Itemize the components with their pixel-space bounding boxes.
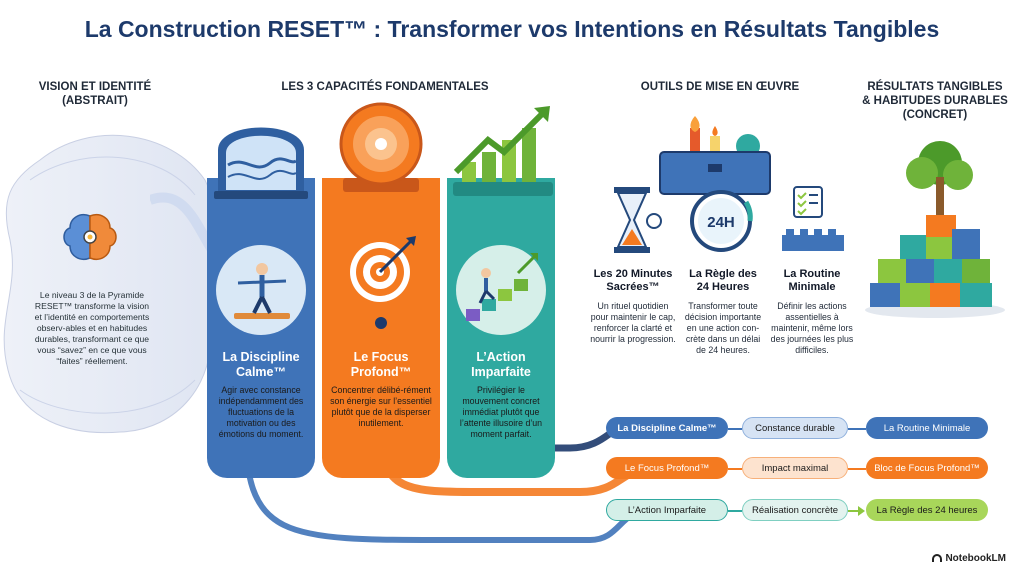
flow-tool-focus: Bloc de Focus Profond™ <box>866 457 988 479</box>
growth-chart-icon <box>453 106 553 196</box>
balance-arch-icon <box>214 127 308 199</box>
flow-capacity-focus: Le Focus Profond™ <box>606 457 728 479</box>
section-tools-title: OUTILS DE MISE EN ŒUVRE <box>640 81 800 93</box>
tool-24-hours-desc: Transformer toute décision importante en… <box>684 301 762 355</box>
pillar-action-desc: Privilégier le mouvement concret immédia… <box>459 385 543 439</box>
flow-tool-discipline: La Routine Minimale <box>866 417 988 439</box>
page-title: La Construction RESET™ : Transformer vos… <box>84 16 940 42</box>
flow-connector <box>848 510 862 512</box>
pillar-discipline-desc: Agir avec constance indépendamment des f… <box>218 385 304 439</box>
flow-connector <box>848 468 866 470</box>
vision-blurb: Le niveau 3 de la Pyramide RESET™ transf… <box>34 290 150 366</box>
clock-24h-icon: 24H <box>690 190 753 252</box>
tree-blocks-icon <box>865 141 1005 318</box>
pillar-action-title-line1: L’Action <box>476 350 526 364</box>
flow-capacity-discipline: La Discipline Calme™ <box>606 417 728 439</box>
flow-connector <box>728 428 742 430</box>
focus-target-icon <box>339 102 423 192</box>
tool-24-hours-title-line1: La Règle des <box>689 268 757 280</box>
flow-connector <box>728 510 742 512</box>
tool-routine: La Routine Minimale Définir les actions … <box>770 268 854 356</box>
arrow-right-icon <box>858 506 865 516</box>
tool-24-hours-title-line2: 24 Heures <box>696 281 750 293</box>
section-vision-subtitle: (ABSTRAIT) <box>62 95 128 107</box>
section-results-line2: & HABITUDES DURABLES <box>862 95 1008 107</box>
footer-brand-label: NotebookLM <box>945 553 1006 564</box>
discipline-illustration <box>216 245 306 335</box>
pillar-focus-desc: Concentrer délibé-rément son énergie sur… <box>330 385 432 428</box>
toolbox-icon <box>659 116 771 195</box>
vision-cloud <box>3 134 215 434</box>
flow-connector <box>728 468 742 470</box>
pillar-focus-title: Le Focus Profond™ <box>322 350 440 380</box>
tool-20-minutes: Les 20 Minutes Sacrées™ Un rituel quotid… <box>588 268 678 345</box>
tool-20-minutes-title-line1: Les 20 Minutes <box>593 268 673 280</box>
pillar-focus-title-line1: Le Focus <box>353 350 409 364</box>
hourglass-icon <box>614 187 662 253</box>
section-vision-title: VISION ET IDENTITÉ <box>38 81 152 93</box>
flow-connector <box>848 428 866 430</box>
brain-icon <box>63 214 117 260</box>
pillar-discipline-title: La Discipline Calme™ <box>207 350 315 380</box>
pillar-discipline-title-line2: Calme™ <box>235 365 287 379</box>
focus-dot <box>375 317 387 329</box>
flow-outcome-action: Réalisation concrète <box>742 499 848 521</box>
section-vision: VISION ET IDENTITÉ (ABSTRAIT) <box>30 80 160 108</box>
flow-capacity-action: L’Action Imparfaite <box>606 499 728 521</box>
tool-routine-title-line1: La Routine <box>783 268 841 280</box>
climbing-person-icon <box>466 253 538 321</box>
pillar-focus-title-line2: Profond™ <box>350 365 412 379</box>
bullseye-icon <box>350 236 416 302</box>
tool-20-minutes-title-line2: Sacrées™ <box>606 281 660 293</box>
tool-24-hours: La Règle des 24 Heures Transformer toute… <box>680 268 766 356</box>
flow-tool-action: La Règle des 24 heures <box>866 499 988 521</box>
footer-brand: NotebookLM <box>932 553 1006 564</box>
tool-20-minutes-desc: Un rituel quotidien pour maintenir le ca… <box>590 301 676 344</box>
notebooklm-icon <box>932 554 943 563</box>
pillar-action-title-line2: Imparfaite <box>471 365 531 379</box>
tool-routine-desc: Définir les actions assentielles à maint… <box>770 301 854 355</box>
clock-label: 24H <box>707 214 735 231</box>
section-capacities-title: LES 3 CAPACITÉS FONDAMENTALES <box>281 81 489 93</box>
section-results: RÉSULTATS TANGIBLES & HABITUDES DURABLES… <box>855 80 1015 122</box>
flow-outcome-discipline: Constance durable <box>742 417 848 439</box>
flow-outcome-focus: Impact maximal <box>742 457 848 479</box>
checklist-blocks-icon <box>782 186 844 251</box>
balancing-person-icon <box>234 263 290 319</box>
tool-routine-title-line2: Minimale <box>788 281 836 293</box>
pillar-discipline-title-line1: La Discipline <box>222 350 300 364</box>
section-results-line3: (CONCRET) <box>902 109 968 121</box>
action-illustration <box>456 245 546 335</box>
section-results-line1: RÉSULTATS TANGIBLES <box>867 81 1003 93</box>
pillar-action-title: L’Action Imparfaite <box>447 350 555 380</box>
